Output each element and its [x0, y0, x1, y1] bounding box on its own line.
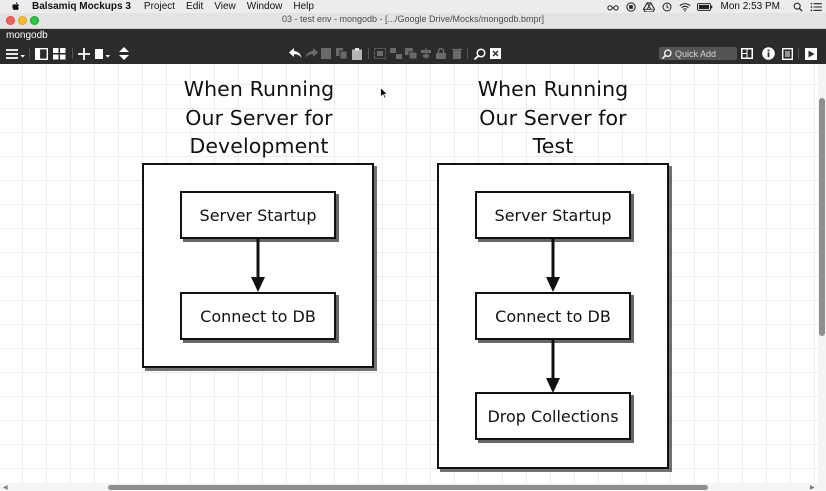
editor-toolbar	[0, 43, 826, 64]
heading-line: When Running	[477, 77, 629, 101]
heading-test[interactable]: When Running Our Server for Test	[444, 75, 662, 161]
zoom-window-button[interactable]	[30, 16, 39, 25]
lock-icon[interactable]	[435, 46, 447, 61]
window-title: 03 - test env - mongodb - [.../Google Dr…	[281, 14, 545, 24]
project-tab-mongodb[interactable]: mongodb	[6, 30, 48, 41]
redo-icon[interactable]	[304, 46, 318, 61]
status-area: Mon 2:53 PM	[606, 0, 822, 13]
menu-project[interactable]: Project	[143, 1, 176, 12]
macos-menu-bar: Balsamiq Mockups 3 Project Edit View Win…	[0, 0, 826, 13]
horizontal-scrollbar-thumb[interactable]	[108, 485, 708, 490]
dev-server-startup-box[interactable]: Server Startup	[180, 191, 336, 239]
apple-logo-icon[interactable]	[10, 1, 22, 12]
app-menu[interactable]: Balsamiq Mockups 3	[32, 1, 131, 12]
minimize-window-button[interactable]	[18, 16, 27, 25]
mockup-canvas[interactable]: When Running Our Server for Development …	[0, 64, 818, 483]
toggle-navigator-icon[interactable]	[34, 46, 49, 61]
heading-line: Our Server for	[185, 105, 333, 130]
copy-icon[interactable]	[335, 46, 347, 61]
vertical-scrollbar-thumb[interactable]	[819, 98, 825, 336]
presentation-mode-icon[interactable]	[804, 46, 818, 61]
dev-flow-arrow	[251, 239, 265, 292]
menu-view[interactable]: View	[214, 1, 236, 12]
paste-icon[interactable]	[351, 46, 363, 61]
menu-edit[interactable]: Edit	[186, 1, 204, 12]
notes-panel-icon[interactable]	[780, 46, 794, 61]
mouse-cursor-icon	[380, 87, 388, 99]
info-icon[interactable]	[761, 46, 775, 61]
quick-add-field[interactable]	[659, 47, 737, 60]
cut-icon[interactable]	[320, 46, 332, 61]
spotlight-search-icon[interactable]	[792, 2, 804, 12]
test-flow-arrow-1	[546, 239, 560, 292]
project-tab-strip: mongodb	[0, 29, 826, 43]
menu-clock[interactable]: Mon 2:53 PM	[720, 1, 780, 12]
wifi-icon[interactable]	[679, 2, 691, 12]
test-server-startup-box[interactable]: Server Startup	[475, 191, 631, 239]
heading-line: Development	[189, 134, 329, 158]
test-connect-db-box[interactable]: Connect to DB	[475, 292, 631, 340]
heading-line: Our Server for	[479, 105, 627, 130]
expand-collapse-icon[interactable]	[117, 46, 131, 61]
glasses-icon[interactable]	[606, 2, 619, 12]
quick-add-input[interactable]	[675, 48, 737, 59]
add-resource-icon[interactable]	[95, 46, 113, 61]
notification-center-icon[interactable]	[810, 2, 822, 12]
battery-icon[interactable]	[696, 2, 713, 12]
heading-line: When Running	[183, 77, 335, 101]
test-flow-arrow-2	[546, 340, 560, 393]
group-icon[interactable]	[373, 46, 387, 61]
dev-connect-db-box[interactable]: Connect to DB	[180, 292, 336, 340]
horizontal-scrollbar[interactable]: ◀ ▶	[0, 483, 826, 491]
time-machine-icon[interactable]	[661, 1, 673, 12]
heading-development[interactable]: When Running Our Server for Development	[150, 75, 368, 161]
undo-icon[interactable]	[288, 46, 302, 61]
search-icon[interactable]	[473, 46, 487, 61]
ui-library-icon[interactable]	[740, 46, 754, 61]
align-icon[interactable]	[419, 46, 433, 61]
hamburger-menu-icon[interactable]	[6, 46, 26, 61]
scroll-left-arrow-icon[interactable]: ◀	[3, 485, 8, 491]
quick-add-search-icon	[662, 48, 672, 59]
scroll-right-arrow-icon[interactable]: ▶	[810, 485, 815, 491]
close-window-button[interactable]	[6, 16, 15, 25]
menu-help[interactable]: Help	[293, 1, 314, 12]
google-drive-icon[interactable]	[642, 1, 655, 12]
bring-forward-icon[interactable]	[404, 46, 418, 61]
test-drop-collections-box[interactable]: Drop Collections	[475, 392, 631, 440]
window-title-bar: 03 - test env - mongodb - [.../Google Dr…	[0, 13, 826, 29]
vertical-scrollbar[interactable]	[818, 64, 826, 483]
grid-view-icon[interactable]	[52, 46, 67, 61]
delete-icon[interactable]	[451, 46, 463, 61]
markup-icon[interactable]	[488, 46, 502, 61]
add-icon[interactable]	[77, 46, 91, 61]
menu-window[interactable]: Window	[246, 1, 283, 12]
record-icon[interactable]	[625, 1, 637, 12]
heading-line: Test	[532, 134, 574, 158]
ungroup-icon[interactable]	[389, 46, 403, 61]
